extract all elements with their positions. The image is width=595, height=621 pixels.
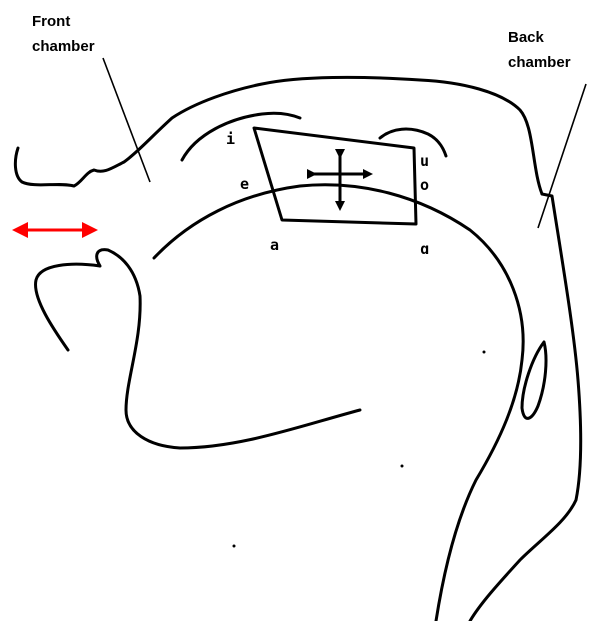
pharynx-back-wall xyxy=(470,194,581,621)
lower-lip-jaw-contour xyxy=(36,250,360,448)
double-headed-arrow-icon xyxy=(12,222,98,238)
stray-dot xyxy=(233,545,236,548)
vowel-o: o xyxy=(420,176,429,194)
vowel-quadrilateral xyxy=(254,128,416,224)
stray-dot xyxy=(401,465,404,468)
back-chamber-label-line1: Back xyxy=(508,29,545,46)
epiglottis-contour xyxy=(522,342,546,418)
vowel-i: i xyxy=(226,130,235,148)
stray-dot xyxy=(483,351,486,354)
back-chamber-label-line2: chamber xyxy=(508,54,571,71)
alveolar-ridge-contour xyxy=(182,113,300,160)
four-way-arrow-icon xyxy=(312,154,368,206)
vowel-u: u xyxy=(420,152,429,170)
vowel-alpha: ɑ xyxy=(420,240,429,258)
tongue-surface-contour xyxy=(154,185,523,621)
front-chamber-label-line1: Front xyxy=(32,13,70,30)
upper-lip-palate-contour xyxy=(15,77,542,194)
front-chamber-pointer xyxy=(103,58,150,182)
vowel-a: a xyxy=(270,236,279,254)
vowel-e: e xyxy=(240,175,249,193)
back-chamber-pointer xyxy=(538,84,586,228)
front-chamber-label-line2: chamber xyxy=(32,38,95,55)
